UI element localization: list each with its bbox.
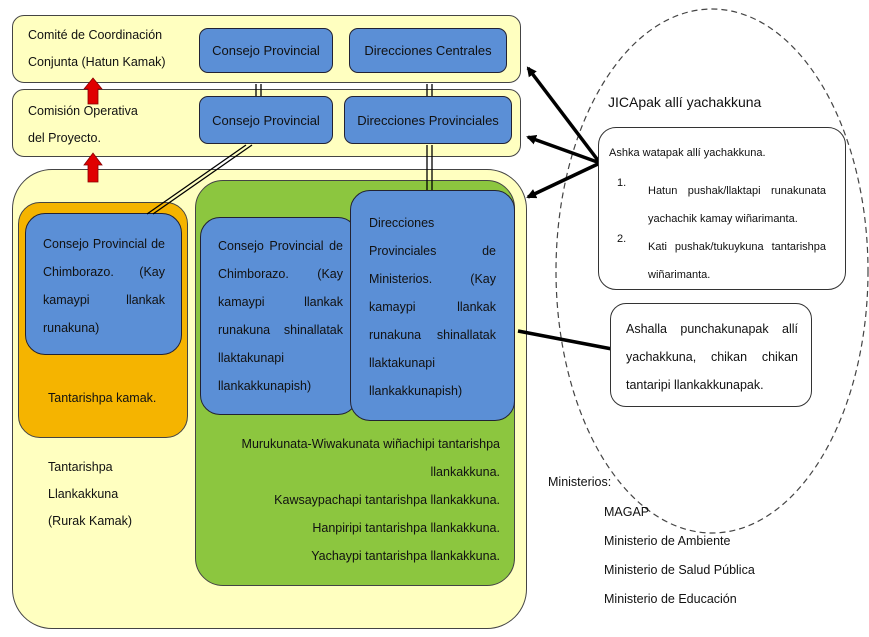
ministerio-item: Ministerio de Salud Pública (604, 563, 755, 577)
double-line-consejo (255, 84, 262, 96)
red-up-arrow-1 (83, 77, 103, 105)
double-line-diagonal (146, 144, 253, 215)
ministerio-item: Ministerio de Educación (604, 592, 737, 606)
rurak-kamak-label: Tantarishpa Llankakkuna (Rurak Kamak) (48, 460, 133, 528)
jica-item-1-text: Hatun pushak/llaktapi runakunata yachach… (648, 185, 826, 225)
double-line-direcciones (426, 84, 433, 96)
jica-short-term-box (610, 303, 812, 407)
jica-arrow-middle (526, 135, 601, 165)
comision-operativa-title: Comisión Operativa del Proyecto. (28, 104, 138, 145)
jica-item-2-text: Kati pushak/tukuykuna tantarishpa wiñari… (648, 241, 826, 281)
jica-arrow-bottom (526, 161, 601, 199)
jica-item-1-num: 1. (617, 177, 627, 189)
ministerios-heading: Ministerios: (548, 475, 612, 489)
jica-arrow-top (526, 66, 602, 165)
ministerio-item: Ministerio de Ambiente (604, 534, 731, 548)
jica-long-term-heading: Ashka watapak allí yachakkuna. (609, 147, 766, 159)
ministerio-item: MAGAP (604, 505, 650, 519)
direcciones-provinciales-box: Direcciones Provinciales (344, 96, 512, 144)
consejo-chimborazo-box: Consejo Provincial de Chimborazo. (Kay k… (25, 213, 182, 355)
working-groups-list: Murukunata-Wiwakunata wiñachipi tantaris… (200, 430, 500, 570)
tantarishpa-kamak-label: Tantarishpa kamak. (48, 391, 157, 405)
jica-item-2-num: 2. (617, 233, 627, 245)
consejo-provincial-second-box: Consejo Provincial (199, 96, 333, 144)
group-line-2: llankakkuna. (430, 465, 501, 479)
consejo-provincial-top-box: Consejo Provincial (199, 28, 333, 73)
jica-line-short-term (517, 329, 613, 351)
jica-long-term-box (598, 127, 846, 290)
jica-title: JICApak allí yachakkuna (608, 94, 762, 110)
red-up-arrow-2 (83, 152, 103, 183)
group-line-4: Hanpiripi tantarishpa llankakkuna. (312, 521, 500, 535)
double-line-direcciones-lower (426, 145, 433, 190)
jica-short-term-text: Ashalla punchakunapak allí yachakkuna, c… (626, 322, 798, 392)
group-line-1: Murukunata-Wiwakunata wiñachipi tantaris… (241, 437, 500, 451)
hatun-kamak-title: Comité de Coordinación Conjunta (Hatun K… (28, 28, 166, 69)
group-line-3: Kawsaypachapi tantarishpa llankakkuna. (274, 493, 500, 507)
direcciones-centrales-box: Direcciones Centrales (349, 28, 507, 73)
consejo-chimborazo-working-box: Consejo Provincial de Chimborazo. (Kay k… (200, 217, 358, 415)
ministerios-list: MAGAP Ministerio de Ambiente Ministerio … (604, 498, 844, 614)
direcciones-ministerios-box: Direcciones Provinciales de Ministerios.… (350, 190, 515, 421)
group-line-5: Yachaypi tantarishpa llankakkuna. (311, 549, 500, 563)
jica-dashed-ellipse (555, 8, 869, 534)
